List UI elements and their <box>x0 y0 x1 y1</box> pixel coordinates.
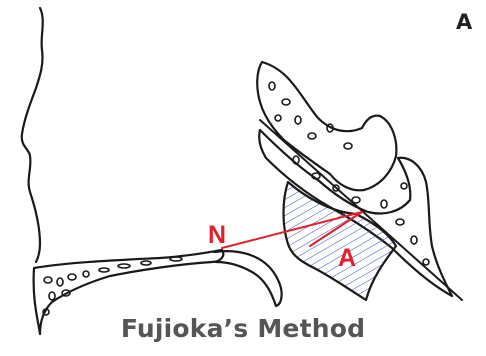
palate-bone-speckles <box>43 257 182 315</box>
point-a-label: A <box>338 244 356 272</box>
facial-profile-outline <box>22 8 43 262</box>
adenoid-tissue <box>284 182 397 300</box>
panel-letter: A <box>456 10 472 34</box>
figure-caption: Fujioka’s Method <box>0 314 486 343</box>
soft-palate <box>214 251 282 306</box>
point-n-label: N <box>208 221 226 249</box>
